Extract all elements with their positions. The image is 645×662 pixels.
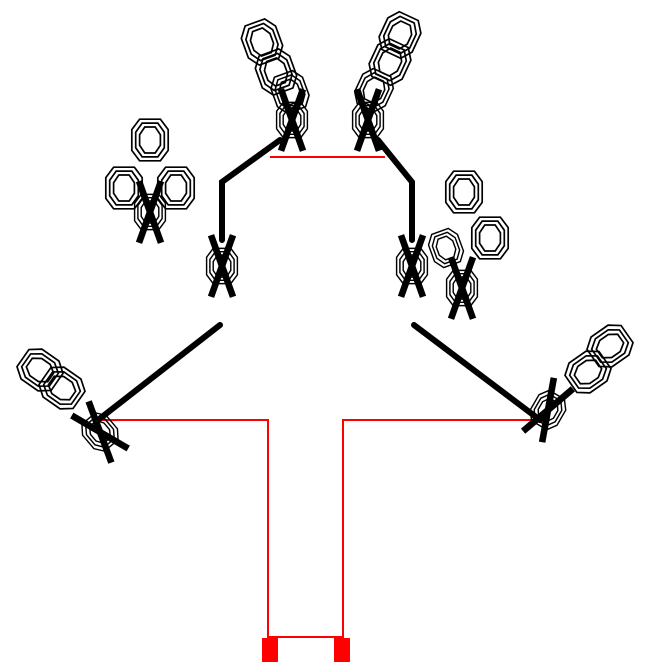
crossed-node-mid-left xyxy=(207,235,238,297)
bond-lines xyxy=(95,137,543,423)
crossed-node-lower-left xyxy=(68,399,131,466)
right-trunk-line xyxy=(342,419,540,640)
crossed-node-top-right xyxy=(353,89,384,151)
right-terminal-block xyxy=(334,638,350,662)
connector-lines xyxy=(100,156,540,640)
right-mid-ring-cluster xyxy=(424,170,510,271)
left-lower-bond xyxy=(95,322,223,423)
crossed-node-top-left xyxy=(277,89,308,151)
left-trunk-line xyxy=(100,419,269,640)
crossed-node-right xyxy=(447,257,478,319)
crossed-node-mid-right xyxy=(397,235,428,297)
left-pendant-ring-cluster xyxy=(11,342,91,416)
left-upper-bond xyxy=(219,137,283,243)
crossed-node-upper-left xyxy=(135,181,166,243)
right-pendant-ring-cluster xyxy=(559,318,639,400)
right-lower-bond xyxy=(411,322,543,423)
left-terminal-block xyxy=(262,638,278,662)
upper-left-ring-cluster xyxy=(104,118,196,210)
right-upper-bond xyxy=(375,137,415,243)
